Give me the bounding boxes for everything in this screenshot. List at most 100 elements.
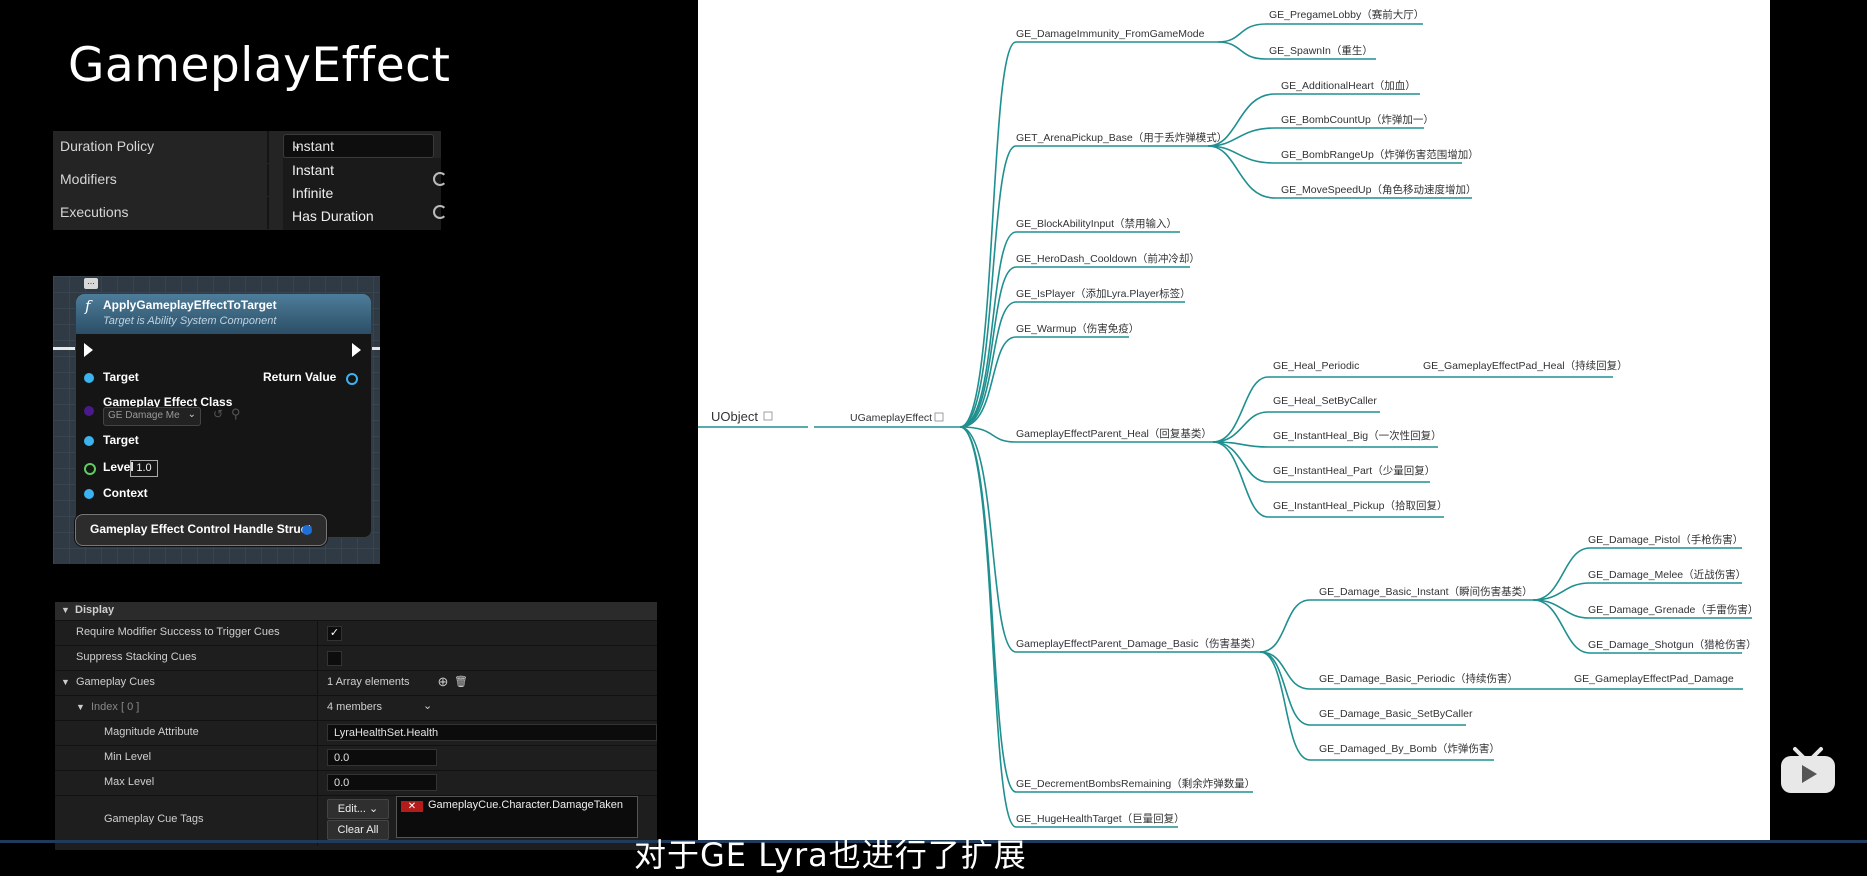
struct-label: Gameplay Effect Control Handle Struct [90, 522, 312, 536]
min-level-input[interactable]: 0.0 [327, 749, 437, 766]
mm-node: GE_Damage_Grenade（手雷伤害） [1588, 603, 1758, 616]
mm-node: GE_Damaged_By_Bomb（炸弹伤害） [1319, 742, 1500, 755]
index-row: ▼ Index [ 0 ] 4 members ⌄ [55, 696, 657, 721]
target-pin[interactable] [84, 373, 94, 383]
duration-policy-select[interactable]: Instant ⌄ [283, 134, 434, 158]
chevron-down-icon[interactable]: ⌄ [423, 700, 433, 712]
collapse-triangle-icon[interactable]: ▼ [61, 677, 70, 687]
return-value-label: Return Value [263, 370, 337, 384]
level-pin[interactable] [84, 463, 96, 475]
display-label: Display [75, 604, 115, 616]
effect-control-handle-struct[interactable]: Gameplay Effect Control Handle Struct [75, 514, 327, 546]
mm-node: GE_SpawnIn（重生） [1269, 44, 1373, 57]
remove-tag-icon[interactable]: ✕ [401, 801, 423, 812]
effect-class-pin[interactable] [84, 406, 94, 416]
bilibili-play-icon[interactable] [1779, 745, 1837, 795]
cue-tags-row: Gameplay Cue Tags Edit... ⌄ Clear All ✕ … [55, 796, 657, 846]
mm-node: GE_GameplayEffectPad_Damage [1574, 673, 1734, 685]
mm-node: GE_Warmup（伤害免疫） [1016, 322, 1139, 335]
mm-node: GE_Damage_Pistol（手枪伤害） [1588, 533, 1743, 546]
mm-node: GE_Damage_Shotgun（猎枪伤害） [1588, 638, 1757, 651]
tag-text: GameplayCue.Character.DamageTaken [428, 799, 624, 811]
suppress-stacking-label: Suppress Stacking Cues [76, 651, 197, 663]
mm-node: GE_InstantHeal_Big（一次性回复） [1273, 429, 1442, 442]
column-divider [317, 721, 318, 745]
exec-in-pin[interactable] [84, 343, 93, 357]
mm-node: GE_DamageImmunity_FromGameMode [1016, 28, 1205, 40]
blueprint-graph: ... f ApplyGameplayEffectToTarget Target… [53, 276, 380, 564]
mm-node-uobject: UObject [711, 409, 758, 424]
node-header: f ApplyGameplayEffectToTarget Target is … [76, 294, 371, 334]
max-level-input[interactable]: 0.0 [327, 774, 437, 791]
comment-bubble-icon[interactable]: ... [84, 277, 98, 289]
mm-node: GE_PregameLobby（赛前大厅） [1269, 8, 1424, 21]
modifiers-row[interactable]: Modifiers [53, 164, 441, 196]
struct-pin[interactable] [302, 525, 312, 535]
mm-node: GE_Heal_Periodic [1273, 360, 1359, 372]
mindmap-panel: UObject UGameplayEffect GE_DamageImmunit… [698, 0, 1770, 842]
video-progress-bar[interactable] [0, 840, 1867, 843]
mm-node: GE_Heal_SetByCaller [1273, 395, 1377, 407]
executions-row[interactable]: Executions [53, 197, 441, 229]
display-section[interactable]: ▼ Display [55, 602, 657, 621]
max-level-label: Max Level [104, 776, 155, 788]
mm-node: GE_BlockAbilityInput（禁用输入） [1016, 217, 1177, 230]
collapse-triangle-icon[interactable]: ▼ [61, 605, 70, 615]
level-label: Level [103, 460, 134, 474]
option-instant[interactable]: Instant [292, 162, 335, 178]
context-label: Context [103, 486, 148, 500]
browse-icon[interactable]: ⚲ [231, 406, 241, 421]
tag-container: ✕ GameplayCue.Character.DamageTaken [396, 796, 638, 838]
function-icon: f [85, 297, 91, 315]
mm-node: GE_MoveSpeedUp（角色移动速度增加） [1281, 183, 1476, 196]
add-element-icon[interactable]: ⊕ [437, 674, 449, 689]
mindmap-lines: UObject UGameplayEffect GE_DamageImmunit… [698, 8, 1758, 828]
use-selected-icon[interactable]: ↺ [213, 407, 224, 421]
magnitude-attribute-field[interactable]: LyraHealthSet.Health [327, 724, 657, 741]
require-modifier-checkbox[interactable]: ✓ [327, 626, 342, 641]
gameplay-cues-row: ▼ Gameplay Cues 1 Array elements ⊕ 🗑 [55, 671, 657, 696]
effect-class-value: GE Damage Me [108, 410, 180, 421]
effect-class-label: Gameplay Effect Class [103, 395, 233, 409]
add-modifier-icon[interactable] [433, 172, 447, 186]
collapse-triangle-icon[interactable]: ▼ [76, 702, 85, 712]
duration-policy-row: Duration Policy Instant ⌄ [53, 131, 441, 163]
suppress-stacking-checkbox[interactable] [327, 651, 342, 666]
option-infinite[interactable]: Infinite [292, 185, 334, 201]
exec-out-pin[interactable] [352, 343, 361, 357]
context-pin[interactable] [84, 489, 94, 499]
column-divider [317, 796, 318, 846]
effect-class-dropdown[interactable]: GE Damage Me ⌄ [103, 407, 201, 426]
mm-node: GE_GameplayEffectPad_Heal（持续回复） [1423, 359, 1628, 372]
level-input[interactable]: 1.0 [130, 460, 158, 477]
duration-policy-label: Duration Policy [60, 138, 155, 154]
mm-node: GE_BombCountUp（炸弹加一） [1281, 113, 1434, 126]
edit-tags-button[interactable]: Edit... ⌄ [327, 799, 389, 819]
edit-tags-label: Edit... [337, 803, 366, 815]
mm-node: GE_InstantHeal_Part（少量回复） [1273, 464, 1435, 477]
clear-all-button[interactable]: Clear All [327, 820, 389, 840]
min-level-label: Min Level [104, 751, 152, 763]
apply-gameplay-effect-node[interactable]: f ApplyGameplayEffectToTarget Target is … [75, 293, 372, 538]
mm-node: GE_Damage_Melee（近战伤害） [1588, 568, 1746, 581]
mm-node: GE_InstantHeal_Pickup（拾取回复） [1273, 499, 1447, 512]
executions-label: Executions [60, 204, 129, 220]
trash-icon[interactable]: 🗑 [454, 676, 468, 688]
mm-node: GE_AdditionalHeart（加血） [1281, 79, 1416, 92]
return-value-pin[interactable] [346, 373, 358, 385]
chevron-down-icon: ⌄ [187, 409, 196, 420]
column-divider [317, 771, 318, 795]
modifiers-label: Modifiers [60, 171, 117, 187]
mm-node: GE_DecrementBombsRemaining（剩余炸弹数量） [1016, 777, 1255, 790]
chevron-down-icon: ⌄ [292, 138, 303, 152]
members-count: 4 members [327, 701, 383, 713]
chevron-down-icon: ⌄ [368, 803, 379, 815]
option-has-duration[interactable]: Has Duration [292, 208, 374, 224]
add-execution-icon[interactable] [433, 205, 447, 219]
video-subtitle: 对于GE Lyra也进行了扩展 [634, 836, 1027, 874]
duration-policy-value: Instant [292, 138, 335, 154]
column-divider [267, 131, 269, 163]
column-divider [267, 197, 269, 229]
mm-node: GE_BombRangeUp（炸弹伤害范围增加） [1281, 148, 1479, 161]
target2-pin[interactable] [84, 436, 94, 446]
